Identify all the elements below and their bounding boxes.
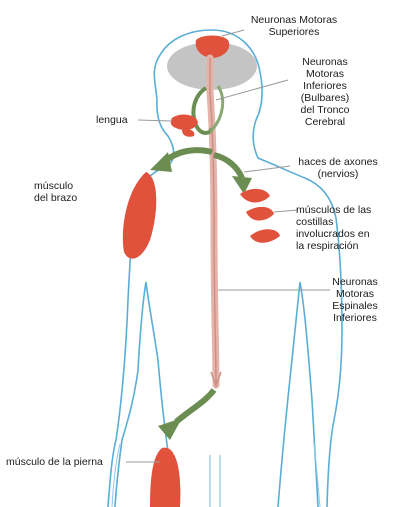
body-outline-inner xyxy=(112,444,320,507)
leader-ribs xyxy=(274,210,298,212)
label-axon-bundles: haces de axones (nervios) xyxy=(284,156,392,180)
arm-muscle xyxy=(123,172,156,259)
rib-muscle-3 xyxy=(250,229,280,243)
spine-gap xyxy=(210,455,220,507)
rib-nerve xyxy=(214,155,242,178)
label-rib-muscles: músculos de las costillas involucrados e… xyxy=(296,204,394,252)
arm-nerve xyxy=(164,150,212,162)
label-arm-muscle: músculo del brazo xyxy=(34,180,100,204)
label-tongue: lengua xyxy=(96,114,144,126)
label-upper-motor-neurons: Neuronas Motoras Superiores xyxy=(232,14,356,38)
leg-nerve xyxy=(176,390,214,422)
tongue-muscle-2 xyxy=(182,129,194,137)
label-spinal-lower-motor-neurons: Neuronas Motoras Espinales Inferiores xyxy=(318,276,392,324)
leg-nerve-arrowhead xyxy=(158,418,182,440)
label-leg-muscle: músculo de la pierna xyxy=(6,456,156,468)
label-lower-motor-neurons-bulbar: Neuronas Motoras Inferiores (Bulbares) d… xyxy=(282,56,368,128)
rib-muscle-2 xyxy=(246,207,274,221)
